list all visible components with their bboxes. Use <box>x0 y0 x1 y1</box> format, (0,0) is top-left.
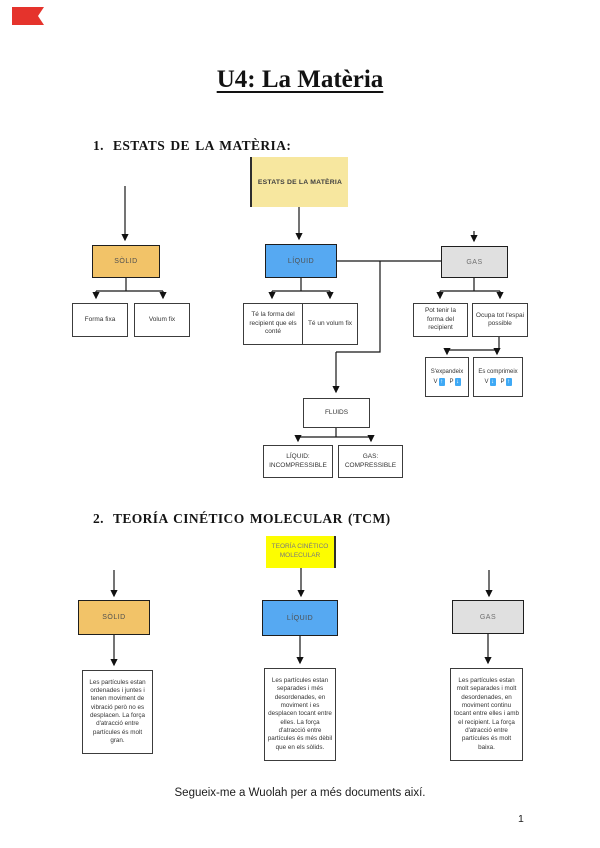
volume-down-arrow-icon: ↓ <box>489 377 496 386</box>
chart2-liquid-node: LÍQUID <box>262 600 338 636</box>
pressure-label: P <box>449 378 454 385</box>
chart1-solid-prop-volum-fix: Volum fix <box>134 303 190 337</box>
page-title: U4: La Matèria <box>216 66 384 93</box>
compress-title: Es comprimeix <box>478 369 518 376</box>
expand-volume: V ↑ <box>433 377 445 386</box>
expand-vp-row: V ↑ P ↓ <box>433 377 461 386</box>
expand-pressure: P ↓ <box>449 377 461 386</box>
volume-label: V <box>433 378 438 385</box>
compress-vp-row: V ↓ P ↑ <box>484 377 512 386</box>
section1-heading: 1. ESTATS DE LA MATÈRIA: <box>93 138 291 154</box>
chart1-gas-node: GAS <box>441 246 508 278</box>
chart1-liquid-prop-forma: Té la forma del recipient que els conté <box>243 303 303 345</box>
section2-heading: 2. TEORÍA CINÉTICO MOLECULAR (TCM) <box>93 511 390 527</box>
pressure-up-arrow-icon: ↑ <box>505 377 512 386</box>
pressure-down-arrow-icon: ↓ <box>454 377 461 386</box>
chart1-gas-prop-forma: Pot tenir la forma del recipient <box>413 303 468 337</box>
volume-up-arrow-icon: ↑ <box>438 377 445 386</box>
volume-label: V <box>484 378 489 385</box>
chart2-liquid-description: Les partícules estan separades i més des… <box>264 668 336 761</box>
chart1-liquid-prop-volum: Té un volum fix <box>302 303 358 345</box>
chart1-solid-node: SÒLID <box>92 245 160 278</box>
wuolah-logo[interactable] <box>11 6 45 26</box>
chart1-fluid-gas: GAS: COMPRESSIBLE <box>338 445 403 478</box>
chart1-fluid-liquid: LÍQUID: INCOMPRESSIBLE <box>263 445 333 478</box>
expand-title: S'expandeix <box>430 369 464 376</box>
chart1-solid-prop-forma-fixa: Forma fixa <box>72 303 128 337</box>
chart2-solid-node: SÒLID <box>78 600 150 635</box>
chart1-gas-prop-espai: Ocupa tot l'espai possible <box>472 303 528 337</box>
footer-text: Segueix-me a Wuolah per a més documents … <box>174 787 426 799</box>
section1-number: 1. <box>93 138 104 153</box>
page-number: 1 <box>518 813 524 825</box>
chart1-liquid-node: LÍQUID <box>265 244 337 278</box>
section2-title: TEORÍA CINÉTICO MOLECULAR (TCM) <box>112 511 391 526</box>
section2-number: 2. <box>93 511 104 526</box>
chart2-gas-description: Les partícules estan molt separades i mo… <box>450 668 523 761</box>
chart1-expand-box: S'expandeix V ↑ P ↓ <box>425 357 469 397</box>
compress-volume: V ↓ <box>484 377 496 386</box>
chart1-root-estats: ESTATS DE LA MATÈRIA <box>250 157 348 207</box>
section1-title: ESTATS DE LA MATÈRIA: <box>112 138 292 153</box>
chart2-gas-node: GAS <box>452 600 524 634</box>
chart1-compress-box: Es comprimeix V ↓ P ↑ <box>473 357 523 397</box>
chart1-fluids-node: FLUIDS <box>303 398 370 428</box>
chart2-root-tcm: TEORÍA CINÉTICO MOLECULAR <box>266 536 336 568</box>
pressure-label: P <box>500 378 505 385</box>
chart2-solid-description: Les partícules estan ordenades i juntes … <box>82 670 153 754</box>
compress-pressure: P ↑ <box>500 377 512 386</box>
